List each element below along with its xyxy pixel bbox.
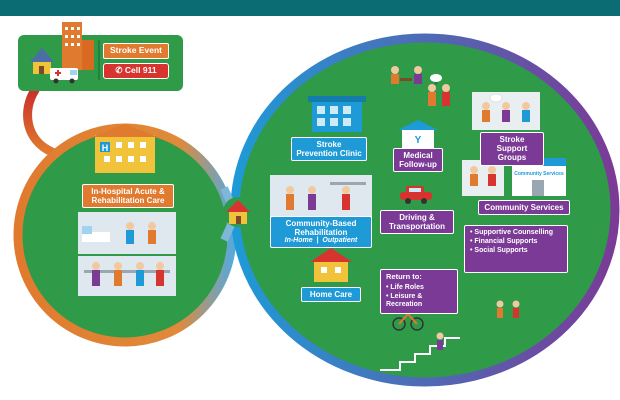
home-icon [223, 197, 253, 227]
community-building-sign: Community Services [514, 171, 564, 177]
top-banner [0, 0, 620, 16]
hospital-ward-scene [78, 212, 176, 254]
prevention-clinic-label: Stroke Prevention Clinic [291, 137, 367, 162]
driving-transportation-label: Driving & Transportation [380, 210, 454, 235]
exercise-scene [462, 160, 504, 196]
home-care-label: Home Care [301, 287, 361, 303]
community-rehab-label: Community-Based Rehabilitation In-Home |… [270, 216, 372, 249]
svg-text:H: H [102, 143, 109, 153]
medical-followup-label: Medical Follow-up [393, 148, 443, 173]
supports-item: Supportive Counselling [470, 229, 562, 237]
community-rehab-title: Community-Based Rehabilitation [285, 219, 357, 238]
svg-text:Y: Y [415, 135, 422, 146]
hospital-building-icon [30, 22, 94, 74]
home-care-house-icon [310, 248, 352, 282]
car-icon [400, 186, 432, 204]
in-home-label: In-Home [284, 237, 313, 245]
doctor-office-icon: Y [398, 120, 438, 148]
support-groups-label: Stroke Support Groups [480, 132, 544, 166]
ambulance-icon [50, 68, 78, 84]
stairs-scene [380, 332, 460, 371]
return-to-list: Life Roles Leisure & Recreation [386, 284, 452, 309]
in-hospital-care-label: In-Hospital Acute & Rehabilitation Care [82, 184, 174, 209]
support-group-scene [472, 92, 540, 130]
walkers-scene [496, 300, 520, 318]
return-to-box: Return to: Life Roles Leisure & Recreati… [380, 269, 458, 314]
call-911-button[interactable]: ✆ Cell 911 [103, 63, 169, 79]
elderly-couple-scene [428, 74, 450, 106]
clinic-building-icon [308, 96, 366, 132]
hospital-icon: H [92, 124, 158, 173]
phone-icon: ✆ [115, 65, 123, 75]
rehab-gym-scene [78, 256, 176, 296]
outpatient-label: Outpatient [322, 237, 358, 245]
supports-item: Financial Supports [470, 238, 562, 246]
call-911-label: Cell 911 [124, 65, 157, 75]
stroke-event-label: Stroke Event [103, 43, 169, 59]
return-to-item: Life Roles [386, 284, 452, 292]
onset-path [23, 85, 57, 157]
return-to-item: Leisure & Recreation [386, 293, 452, 309]
supports-box: Supportive Counselling Financial Support… [464, 225, 568, 273]
sub-separator: | [316, 237, 319, 245]
community-services-label: Community Services [478, 200, 570, 216]
community-rehab-sub: In-Home | Outpatient [274, 237, 368, 245]
return-to-title: Return to: [386, 272, 422, 281]
supports-list: Supportive Counselling Financial Support… [470, 229, 562, 255]
community-rehab-scene [270, 175, 372, 217]
supports-item: Social Supports [470, 247, 562, 255]
